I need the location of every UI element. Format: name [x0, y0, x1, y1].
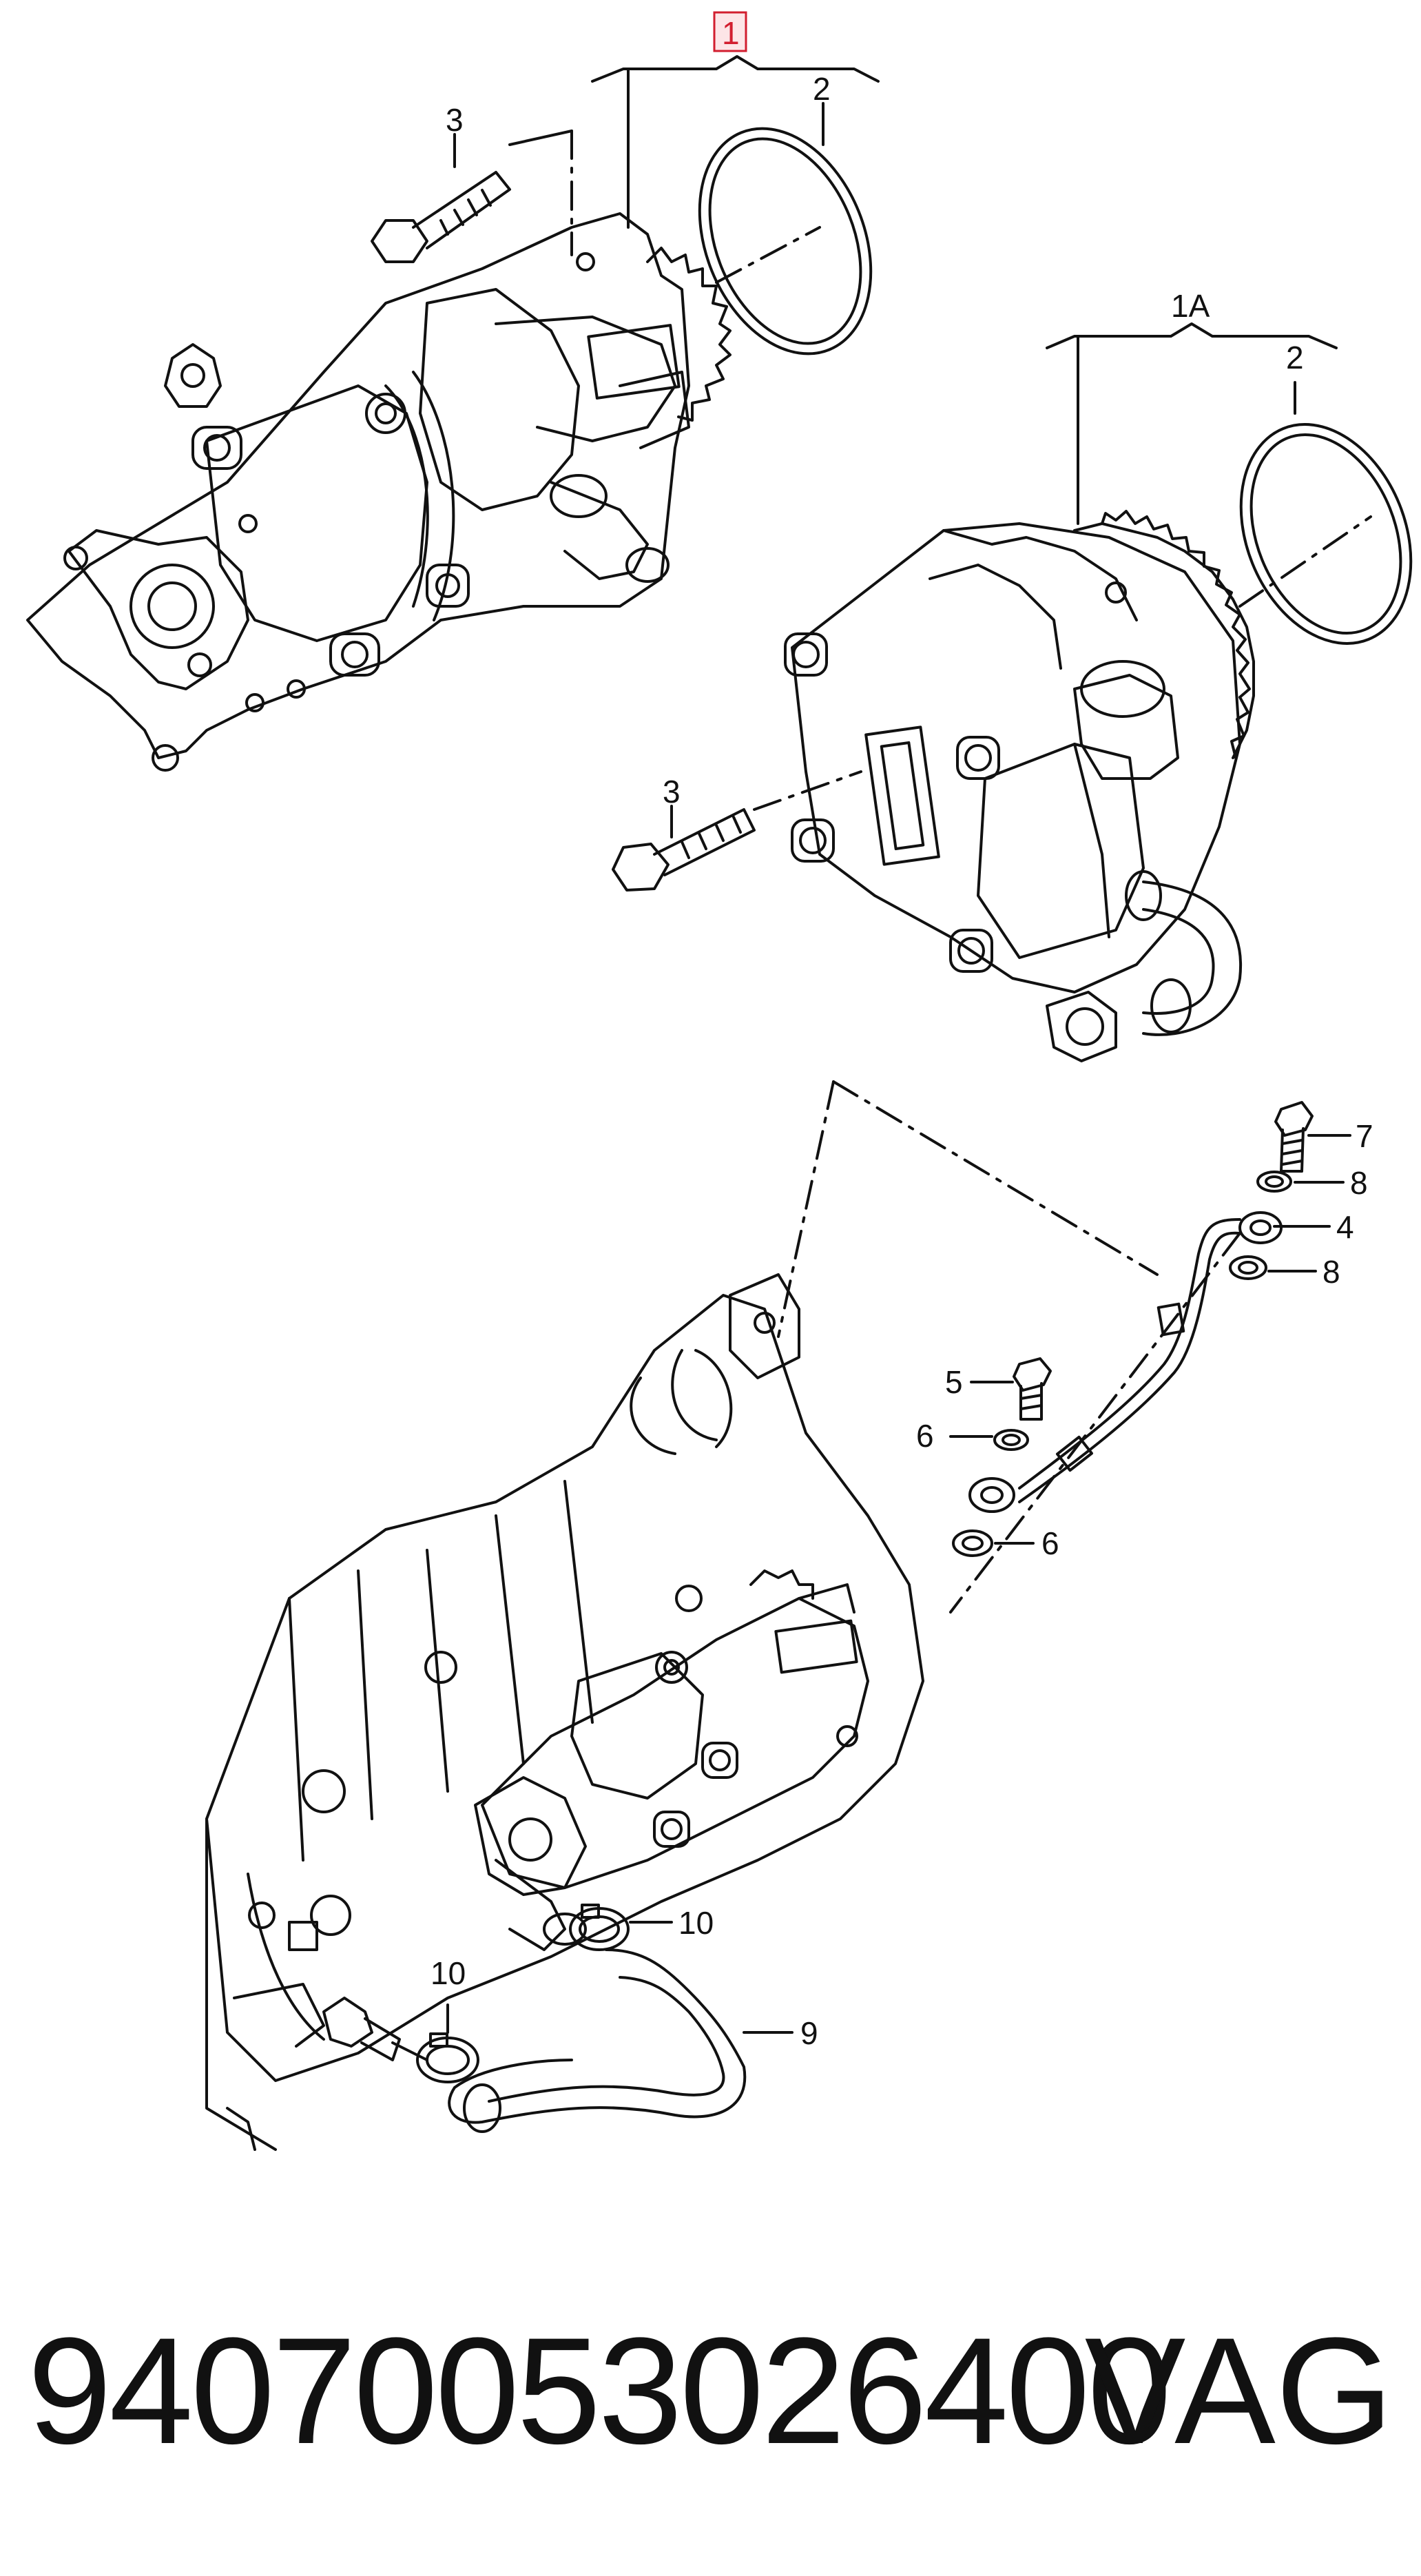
callout-6-lower: 6 [1041, 1525, 1059, 1561]
callout-1-box [713, 11, 747, 52]
seal-ring-6-lower [952, 1529, 1035, 1557]
banjo-bolt-7 [1274, 1101, 1351, 1173]
hose-9 [448, 1948, 794, 2133]
callout-1: 1 [722, 15, 740, 51]
engine-installation-view [205, 1080, 1241, 2151]
connector-nipple [322, 1997, 428, 2061]
parts-diagram: 1 1A 2 2 3 3 4 5 6 6 7 8 8 9 10 10 [26, 11, 1413, 2151]
callout-7: 7 [1356, 1118, 1373, 1154]
vacuum-pump-assembly-1a [612, 322, 1413, 1062]
bolt-3-lower [612, 805, 756, 892]
callout-8-upper: 8 [1350, 1165, 1368, 1201]
callout-1a: 1A [1171, 288, 1210, 324]
seal-ring-8-upper [1256, 1171, 1345, 1193]
part-number: 94070053026400 [28, 2306, 1172, 2475]
seal-ring-8-lower [1229, 1255, 1317, 1280]
seal-ring-6-upper [949, 1429, 1029, 1451]
footer: 94070053026400 VAG [0, 2274, 1421, 2480]
o-ring-2-right [1239, 381, 1413, 645]
callout-9: 9 [800, 2015, 818, 2051]
callout-4: 4 [1336, 1209, 1354, 1245]
callout-8-lower: 8 [1323, 1254, 1340, 1290]
banjo-bolt-5 [970, 1357, 1052, 1421]
callout-10-upper: 10 [678, 1905, 714, 1941]
oil-line-4 [968, 1211, 1331, 1513]
callout-2-upper: 2 [813, 71, 831, 107]
bolt-3-upper [371, 133, 511, 263]
callout-5: 5 [945, 1364, 963, 1400]
brand-label: VAG [1084, 2306, 1393, 2475]
hose-clamp-10-lower [416, 2003, 479, 2083]
callout-6-upper: 6 [916, 1418, 934, 1454]
hose-clamp-10-upper [569, 1904, 673, 1951]
o-ring-2-upper [698, 102, 873, 356]
callout-2-right: 2 [1286, 340, 1304, 375]
callout-3-lower: 3 [663, 774, 681, 810]
callout-10-lower: 10 [431, 1955, 466, 1991]
callout-3-upper: 3 [446, 102, 464, 138]
vacuum-pump-assembly-1 [26, 55, 880, 772]
